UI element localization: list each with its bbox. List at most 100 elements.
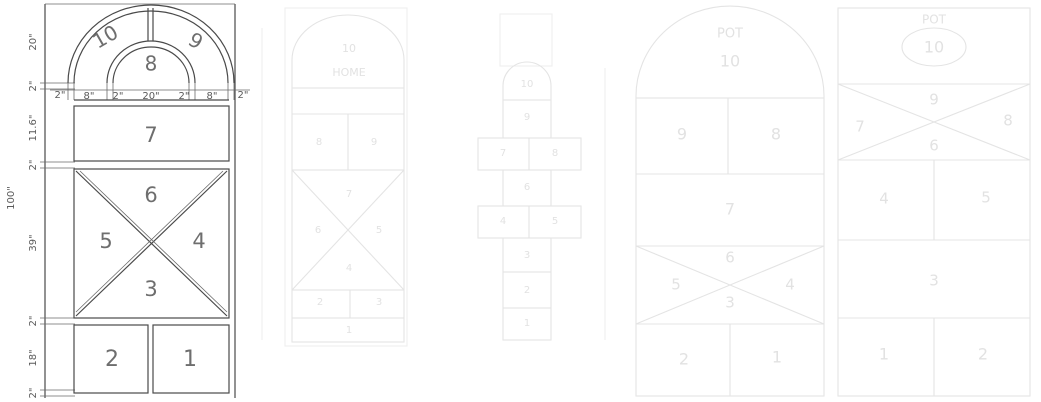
d4-number-3: 3 [725, 294, 735, 312]
d2-number-9: 9 [371, 137, 377, 148]
x-diagonal-2b [75, 170, 224, 313]
d4-number-4: 4 [785, 276, 795, 294]
d5-number-8: 8 [1003, 112, 1013, 130]
dim-gap-a: 2" [28, 81, 39, 92]
d4-pot-number: 10 [720, 52, 740, 71]
d2-number-8: 8 [316, 137, 322, 148]
diagram-4: POT 10 9 8 7 6 5 4 3 2 1 [635, 5, 825, 397]
d4-diag-2 [635, 245, 825, 325]
d2-number-4: 4 [346, 263, 352, 274]
diagram-3: 10 9 7 8 6 4 5 3 2 1 [477, 13, 606, 341]
number-3: 3 [144, 277, 157, 301]
dim-total: 100" [6, 186, 17, 210]
d2-row-23 [291, 289, 405, 319]
d5-pot-oval [901, 27, 967, 67]
d4-arch [635, 5, 825, 98]
width-dimension-ticks [50, 83, 250, 100]
diagram-2: 10 HOME 8 9 7 6 5 4 2 3 1 [261, 7, 408, 347]
d4-number-6: 6 [725, 249, 735, 267]
number-4: 4 [192, 229, 205, 253]
dim-w1: 2" [55, 90, 66, 101]
d2-number-2: 2 [317, 297, 323, 308]
d2-frame [284, 7, 408, 347]
inner-arch-inner [112, 46, 190, 84]
d5-number-1: 1 [879, 345, 889, 364]
d2-number-7: 7 [346, 189, 352, 200]
d5-number-7: 7 [855, 118, 865, 136]
d3-number-3: 3 [524, 250, 530, 261]
outer-arch [67, 4, 235, 84]
inner-arch [106, 40, 196, 84]
d4-number-1: 1 [772, 348, 782, 367]
dim-w7: 2" [238, 90, 249, 101]
number-9: 9 [184, 27, 207, 54]
d5-number-6: 6 [929, 137, 939, 155]
d2-row-1 [291, 317, 405, 343]
dim-x-section: 39" [28, 234, 39, 251]
d3-number-10: 10 [521, 79, 534, 90]
dim-bottom: 2" [28, 388, 39, 399]
d3-number-8: 8 [552, 148, 558, 159]
number-6: 6 [144, 183, 157, 207]
diagram-5: POT 10 9 7 8 6 4 5 3 1 2 [837, 7, 1031, 397]
square-2 [73, 324, 149, 394]
d3-number-1: 1 [524, 318, 530, 329]
dim-w5: 2" [179, 91, 190, 102]
d3-number-2: 2 [524, 285, 530, 296]
d3-number-6: 6 [524, 182, 530, 193]
diagram-1: 10 9 8 7 6 5 4 3 2 1 100" 20" 2" 11.6" 2… [6, 3, 250, 399]
number-5: 5 [99, 229, 112, 253]
x-diagonal-1b [79, 170, 228, 313]
number-1: 1 [183, 347, 197, 372]
x-section [73, 168, 230, 319]
d4-number-2: 2 [679, 350, 689, 369]
number-10: 10 [88, 20, 122, 54]
d4-number-8: 8 [771, 125, 781, 144]
square-7 [73, 105, 230, 162]
d5-number-9: 9 [929, 91, 939, 109]
d5-diag-2 [837, 83, 1031, 161]
number-8: 8 [145, 52, 158, 76]
d5-number-4: 4 [879, 190, 889, 208]
d2-arch [291, 14, 405, 88]
d3-number-9: 9 [524, 112, 530, 123]
d4-number-7: 7 [725, 200, 735, 219]
d3-arch [502, 61, 552, 100]
d2-number-1: 1 [346, 325, 352, 336]
dim-w6: 8" [207, 91, 218, 102]
d2-diag-2 [291, 169, 405, 291]
number-2: 2 [105, 347, 119, 372]
d2-number-6: 6 [315, 225, 321, 236]
d3-number-5: 5 [552, 216, 558, 227]
square-1 [152, 324, 230, 394]
number-7: 7 [144, 123, 157, 147]
left-dimension-ticks [40, 82, 75, 397]
dim-w4: 20" [142, 91, 159, 102]
x-diagonal-2 [75, 170, 228, 317]
d5-pot-label: POT [922, 13, 947, 27]
d4-number-5: 5 [671, 276, 681, 294]
d5-number-2: 2 [978, 345, 988, 364]
d2-top-number: 10 [342, 42, 356, 55]
d3-top-frame [499, 13, 553, 67]
dim-gap-b: 2" [28, 160, 39, 171]
d3-box-1 [502, 307, 552, 341]
dim-row12: 18" [28, 349, 39, 366]
dim-w2: 8" [84, 91, 95, 102]
d5-pot-number: 10 [924, 38, 944, 57]
d4-pot-label: POT [717, 27, 743, 42]
d5-number-3: 3 [929, 272, 939, 290]
dim-row7: 11.6" [28, 115, 39, 142]
dim-w3: 2" [113, 91, 124, 102]
d5-number-5: 5 [981, 189, 991, 207]
outer-arch-inner [73, 10, 229, 84]
d2-home-label: HOME [332, 66, 365, 79]
d3-number-4: 4 [500, 216, 506, 227]
dim-arch: 20" [28, 33, 39, 50]
d4-number-9: 9 [677, 125, 687, 144]
d2-number-3: 3 [376, 297, 382, 308]
d2-number-5: 5 [376, 225, 382, 236]
d3-number-7: 7 [500, 148, 506, 159]
dim-gap-c: 2" [28, 316, 39, 327]
